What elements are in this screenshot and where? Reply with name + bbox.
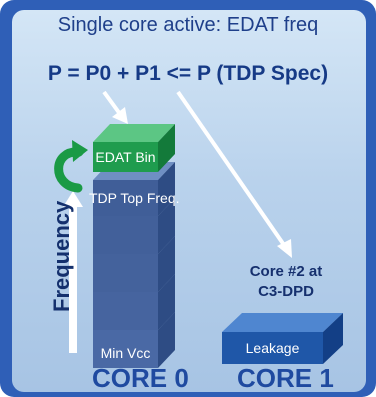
tdp-top-freq-label: TDP Top Freq. (89, 190, 180, 206)
frequency-axis-label: Frequency (49, 200, 74, 312)
core1-leakage-block (222, 313, 343, 364)
stack-block-edat-bin (93, 124, 175, 172)
core0-stack (93, 124, 175, 368)
slide-title: Single core active: EDAT freq (57, 14, 319, 36)
green-curved-arrow-icon (54, 140, 88, 193)
frequency-arrow (63, 191, 83, 353)
power-formula: P = P0 + P1 <= P (TDP Spec) (47, 62, 329, 85)
leakage-label: Leakage (245, 340, 300, 356)
core2-status: Core #2 at C3-DPD (238, 262, 334, 302)
edat-bin-label: EDAT Bin (95, 149, 156, 165)
core1-label: CORE 1 (237, 363, 334, 393)
core0-label: CORE 0 (92, 363, 189, 393)
min-vcc-label: Min Vcc (100, 345, 151, 361)
arrow-to-edat-bin (102, 90, 128, 124)
arrow-to-core1 (176, 90, 292, 258)
core2-status-line1: Core #2 at (249, 263, 323, 280)
core2-status-line2: C3-DPD (258, 283, 314, 300)
